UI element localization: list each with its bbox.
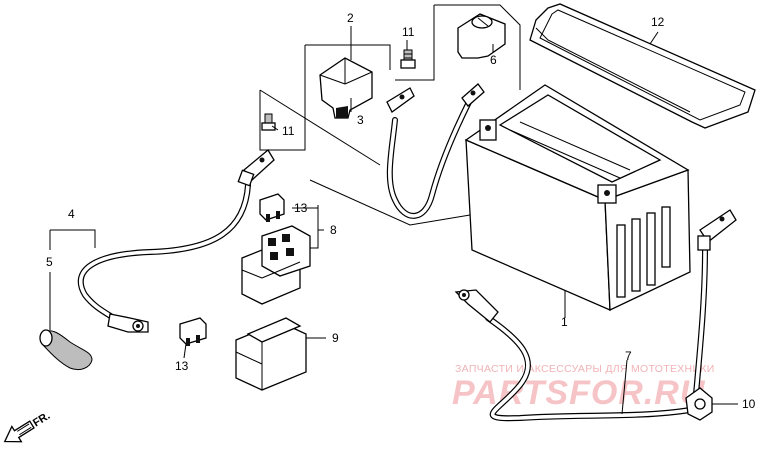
callout-11-upper: 11 [402,25,415,39]
positive-cable [386,83,485,219]
fuse-upper [259,193,285,222]
callout-1: 1 [561,315,568,329]
callout-2: 2 [347,11,354,25]
callout-4: 4 [68,207,75,221]
front-direction-arrow: FR. [3,410,52,443]
callout-10: 10 [742,397,756,411]
watermark-brand: PARTSFOR.RU [452,374,706,412]
callout-13-lower: 13 [175,359,189,373]
callout-labels: 1 2 3 4 5 6 7 8 9 10 11 11 12 13 13 [46,11,756,411]
arrow-left-icon [3,420,35,443]
battery [464,84,691,312]
subassembly-outline [259,4,521,226]
leader-lines [49,26,738,415]
callout-3: 3 [357,113,364,127]
terminal-cover-small [457,13,506,59]
callout-12: 12 [651,15,665,29]
bolt-upper [400,49,416,69]
starter-relay [241,225,311,305]
terminal-cover-large [319,57,373,119]
negative-cable [454,209,737,422]
callout-9: 9 [332,331,339,345]
starter-cable [39,149,275,371]
callout-8: 8 [330,223,337,237]
battery-strap [529,3,756,129]
callout-7: 7 [625,349,632,363]
front-direction-label: FR. [31,410,52,430]
relay-cover [235,317,307,391]
watermark: ЗАПЧАСТИ И АКСЕССУАРЫ ДЛЯ МОТОТЕХНИКИ PA… [452,363,715,412]
callout-11-lower: 11 [282,124,295,138]
callout-5: 5 [46,255,53,269]
cable-clip [685,387,713,421]
bolt-lower [261,113,276,131]
callout-6: 6 [490,53,497,67]
fuse-lower [179,317,207,346]
watermark-subtitle: ЗАПЧАСТИ И АКСЕССУАРЫ ДЛЯ МОТОТЕХНИКИ [455,363,715,375]
callout-13-upper: 13 [294,201,308,215]
